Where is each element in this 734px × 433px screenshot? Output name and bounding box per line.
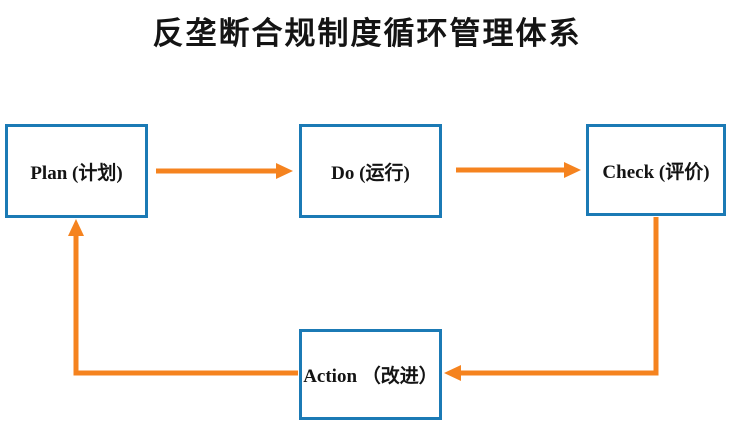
node-action: Action （改进） bbox=[299, 329, 442, 420]
arrow-check-to-action bbox=[460, 217, 659, 376]
arrow-action-to-plan bbox=[73, 234, 298, 376]
node-check-label: Check (评价) bbox=[602, 161, 710, 183]
arrowhead-action-to-plan-icon bbox=[68, 219, 84, 236]
node-action-label: Action （改进） bbox=[303, 366, 438, 387]
node-do: Do (运行) bbox=[299, 124, 442, 218]
arrowhead-do-to-check-icon bbox=[564, 162, 581, 178]
node-plan: Plan (计划) bbox=[5, 124, 148, 218]
arrowhead-plan-to-do-icon bbox=[276, 163, 293, 179]
node-check: Check (评价) bbox=[586, 124, 726, 216]
arrowhead-check-to-action-icon bbox=[444, 365, 461, 381]
node-plan-label: Plan (计划) bbox=[30, 162, 123, 184]
node-do-label: Do (运行) bbox=[331, 162, 410, 184]
diagram-title: 反垄断合规制度循环管理体系 bbox=[152, 16, 582, 51]
